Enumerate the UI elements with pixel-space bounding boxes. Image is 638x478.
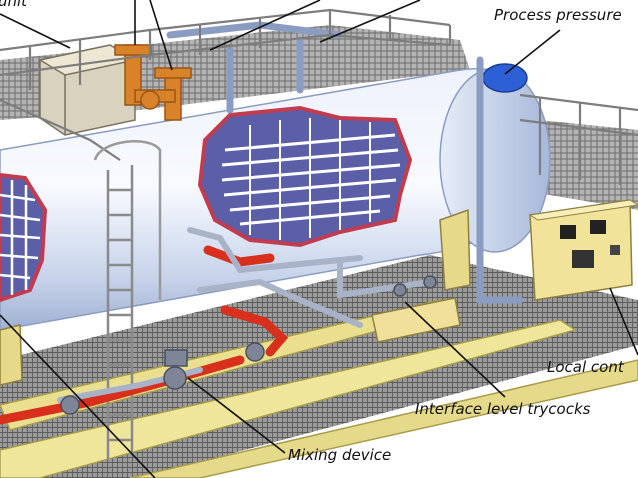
leader-process-pressure	[504, 29, 561, 75]
railings	[0, 8, 638, 185]
trycock-box	[371, 297, 461, 343]
ladder	[93, 140, 162, 460]
lower-valves	[60, 275, 437, 415]
red-process-piping	[0, 245, 289, 425]
label-local-control: Local cont	[547, 358, 624, 376]
cutaway-internals	[197, 105, 413, 248]
cutaway-left	[0, 172, 48, 303]
leader-trycocks	[404, 301, 506, 398]
copper-valves	[114, 44, 192, 121]
leader-unit	[0, 13, 71, 49]
label-unit: unit	[0, 0, 28, 10]
leader-mixing	[187, 377, 286, 454]
label-mixing-device: Mixing device	[288, 446, 392, 464]
leader-local-control	[609, 287, 638, 356]
control-panel	[528, 199, 638, 301]
leader-top-pipe-b	[319, 0, 421, 43]
label-interface-trycocks: Interface level trycocks	[415, 400, 591, 418]
vessel-supports	[0, 208, 471, 386]
leader-bottom	[0, 314, 156, 478]
leader-top-pipe-a	[209, 0, 321, 51]
label-process-pressure: Process pressure	[494, 6, 622, 24]
leader-valve-b	[149, 0, 173, 71]
